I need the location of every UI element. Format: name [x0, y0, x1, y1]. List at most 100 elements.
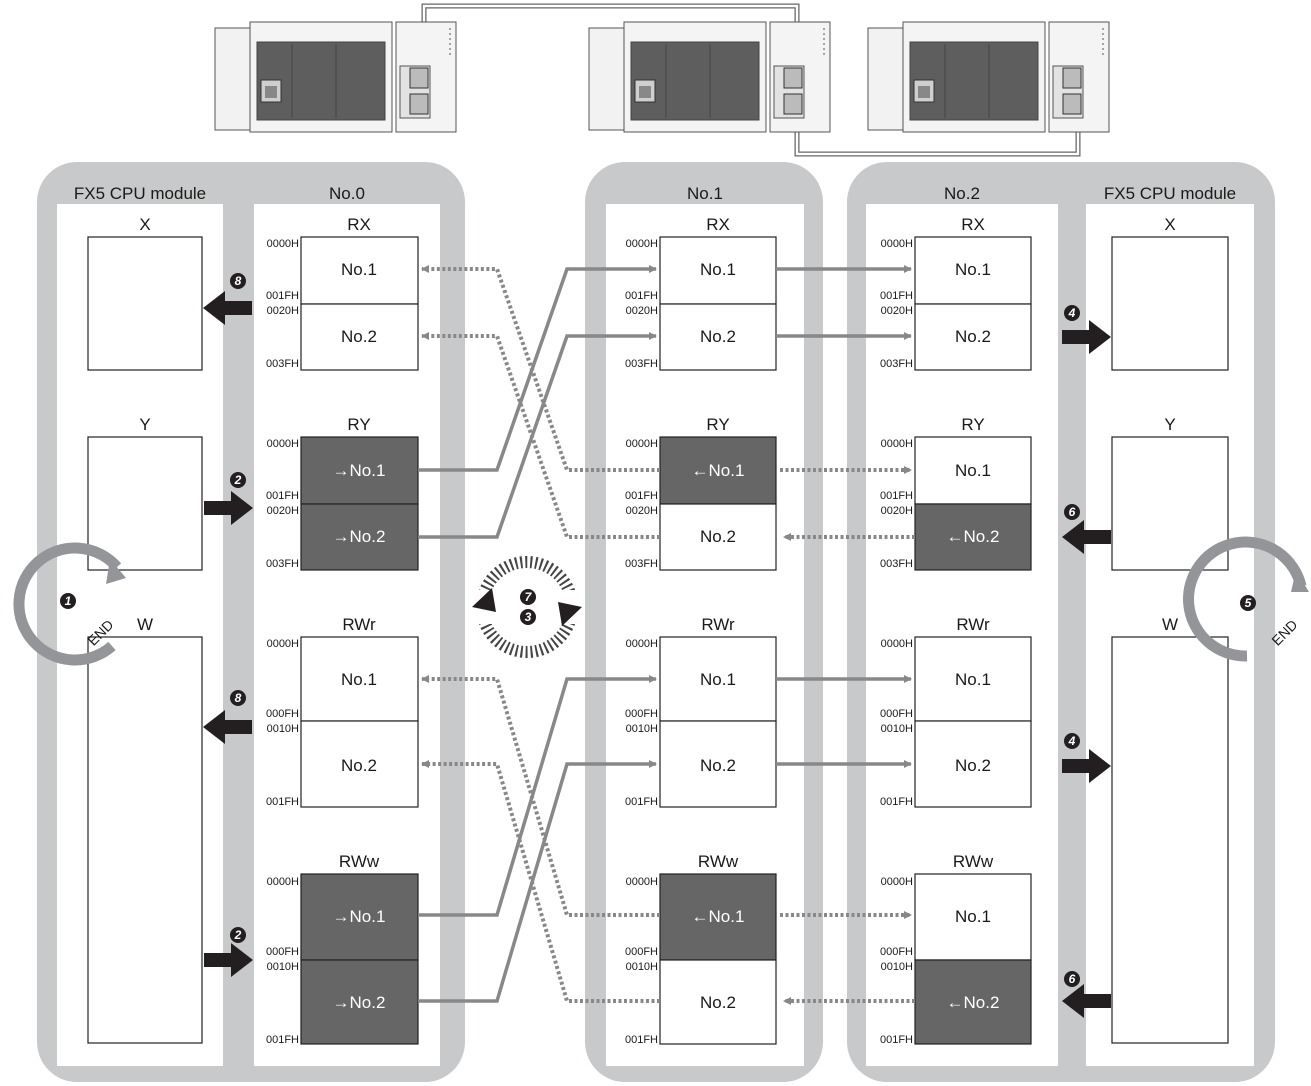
cell-rwr-no2: [914, 720, 1032, 808]
addr-label: 0010H: [881, 723, 913, 735]
device-w-block: [1111, 636, 1229, 1044]
step-badge-3: 3: [520, 609, 536, 625]
group-label-rx: RX: [706, 215, 730, 234]
svg-text:6: 6: [1069, 972, 1076, 986]
cell-ry-no2-text: No.2: [700, 527, 736, 546]
addr-label: 003FH: [880, 558, 913, 570]
addr-label: 001FH: [880, 796, 913, 808]
header-cpu-right: FX5 CPU module: [1104, 184, 1236, 203]
svg-text:4: 4: [1068, 306, 1076, 320]
addr-label: 0000H: [881, 438, 913, 450]
addr-label: 001FH: [266, 290, 299, 302]
svg-text:5: 5: [1245, 596, 1252, 610]
arrow-left-icon: [1062, 520, 1111, 554]
addr-label: 0000H: [626, 238, 658, 250]
group-label-ry: RY: [347, 415, 370, 434]
station2-link-devices: RX No.1 No.2 0000H 001FH 0020H 003FH RY …: [880, 215, 1032, 1046]
cell-ry-no2-text: →No.2: [333, 527, 386, 546]
svg-text:7: 7: [525, 590, 533, 604]
addr-label: 000FH: [880, 708, 913, 720]
cell-ry-no2: [914, 503, 1032, 571]
addr-label: 0000H: [267, 238, 299, 250]
step-badge-6: 6: [1064, 504, 1080, 520]
cell-ry-no2-text: ←No.2: [947, 527, 1000, 546]
addr-label: 0000H: [626, 438, 658, 450]
addr-label: 000FH: [266, 946, 299, 958]
addr-label: 001FH: [880, 290, 913, 302]
step-badge-8: 8: [230, 273, 246, 289]
cell-ry-no1-text: ←No.1: [692, 461, 745, 480]
cell-ry-no2: [300, 503, 419, 571]
header-station1: No.1: [687, 184, 723, 203]
cell-ry-no1: [659, 436, 777, 505]
cell-rww-no2: [300, 959, 419, 1045]
device-x-label: X: [1164, 215, 1175, 234]
addr-label: 001FH: [266, 490, 299, 502]
svg-text:8: 8: [235, 691, 242, 705]
svg-text:3: 3: [525, 610, 532, 624]
cell-rx-no2-text: No.2: [955, 327, 991, 346]
group-label-rwr: RWr: [342, 615, 376, 634]
cell-rww-no2-text: ←No.2: [947, 993, 1000, 1012]
svg-text:4: 4: [1068, 734, 1076, 748]
station0-link-devices: RX No.1 No.2 0000H 001FH 0020H 003FH RY …: [266, 215, 419, 1046]
addr-label: 003FH: [266, 358, 299, 370]
cpu-left-devices: X Y W: [87, 215, 203, 1044]
device-w-block: [87, 636, 203, 1044]
cycle-arrow-icon: [1183, 536, 1307, 662]
step-badge-7: 7: [520, 589, 536, 605]
svg-text:6: 6: [1069, 505, 1076, 519]
link-scan-cycle: [470, 556, 584, 658]
addr-label: 000FH: [266, 708, 299, 720]
step-badge-4: 4: [1064, 305, 1080, 321]
device-y-label: Y: [1164, 415, 1175, 434]
device-w-label: W: [137, 615, 153, 634]
header-station0: No.0: [329, 184, 365, 203]
addr-label: 0020H: [626, 305, 658, 317]
cell-rww-no2: [659, 959, 777, 1045]
cell-rwr-no2: [300, 720, 419, 808]
plc-hardware: [214, 3, 1110, 157]
flow-line-dotted: [421, 760, 660, 1003]
group-label-rww: RWw: [698, 852, 739, 871]
header-station2: No.2: [944, 184, 980, 203]
addr-label: 003FH: [266, 558, 299, 570]
cell-rx-no1: [300, 236, 419, 305]
cell-rx-no2: [300, 303, 419, 371]
group-label-rx: RX: [347, 215, 371, 234]
dotted-link-lines: [421, 265, 915, 1005]
addr-label: 001FH: [625, 1034, 658, 1046]
addr-label: 0000H: [626, 876, 658, 888]
device-y-label: Y: [139, 415, 150, 434]
cell-rww-no2-text: No.2: [700, 993, 736, 1012]
plc-unit-0: [214, 21, 457, 133]
device-x-label: X: [139, 215, 150, 234]
addr-label: 0000H: [881, 238, 913, 250]
cell-rwr-no1: [914, 636, 1032, 722]
group-label-rww: RWw: [339, 852, 380, 871]
arrow-left-icon: [1062, 984, 1111, 1018]
addr-label: 001FH: [266, 796, 299, 808]
addr-label: 001FH: [880, 490, 913, 502]
svg-text:8: 8: [235, 274, 242, 288]
flow-line-dotted: [421, 675, 660, 917]
step-badge-2: 2: [230, 927, 246, 943]
cell-rx-no1: [659, 236, 777, 305]
addr-label: 003FH: [880, 358, 913, 370]
cell-rx-no2: [914, 303, 1032, 371]
step-badge-5: 5: [1240, 595, 1256, 611]
arrow-left-icon: [203, 710, 252, 744]
group-label-rwr: RWr: [956, 615, 990, 634]
cell-rww-no1-text: ←No.1: [692, 907, 745, 926]
addr-label: 0000H: [267, 638, 299, 650]
addr-label: 0000H: [267, 876, 299, 888]
flow-line-dotted: [421, 332, 660, 539]
cycle-arrow-icon: [13, 542, 122, 666]
svg-text:2: 2: [234, 928, 242, 942]
addr-label: 003FH: [625, 558, 658, 570]
addr-label: 0020H: [626, 505, 658, 517]
cpu-right-devices: X Y W: [1111, 215, 1229, 1044]
arrow-right-icon: [1062, 749, 1111, 783]
